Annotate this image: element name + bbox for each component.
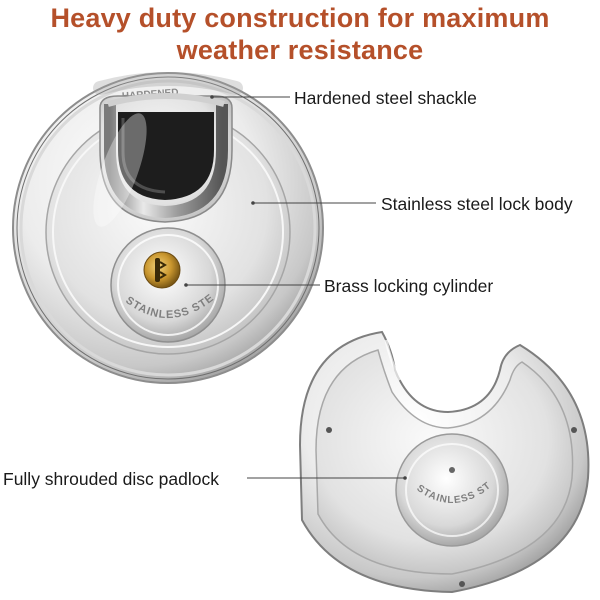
callout-shackle: Hardened steel shackle [294,88,477,108]
shackle-opening [118,112,214,200]
callout-cylinder: Brass locking cylinder [324,276,494,296]
headline: Heavy duty construction for maximum weat… [0,2,600,66]
rivet [326,427,332,433]
keyway [155,258,160,282]
rivet [459,581,465,587]
callout-lines [184,95,407,480]
hardened-steel-shackle [104,93,228,219]
disc-padlock: HARDENED STAINLESS STEEL [0,0,324,384]
callout-padlock: Fully shrouded disc padlock [3,469,219,489]
callout-lock-body: Stainless steel lock body [381,194,573,214]
headline-line-2: weather resistance [176,35,424,65]
rivet [571,427,577,433]
headline-line-1: Heavy duty construction for maximum [50,3,550,33]
